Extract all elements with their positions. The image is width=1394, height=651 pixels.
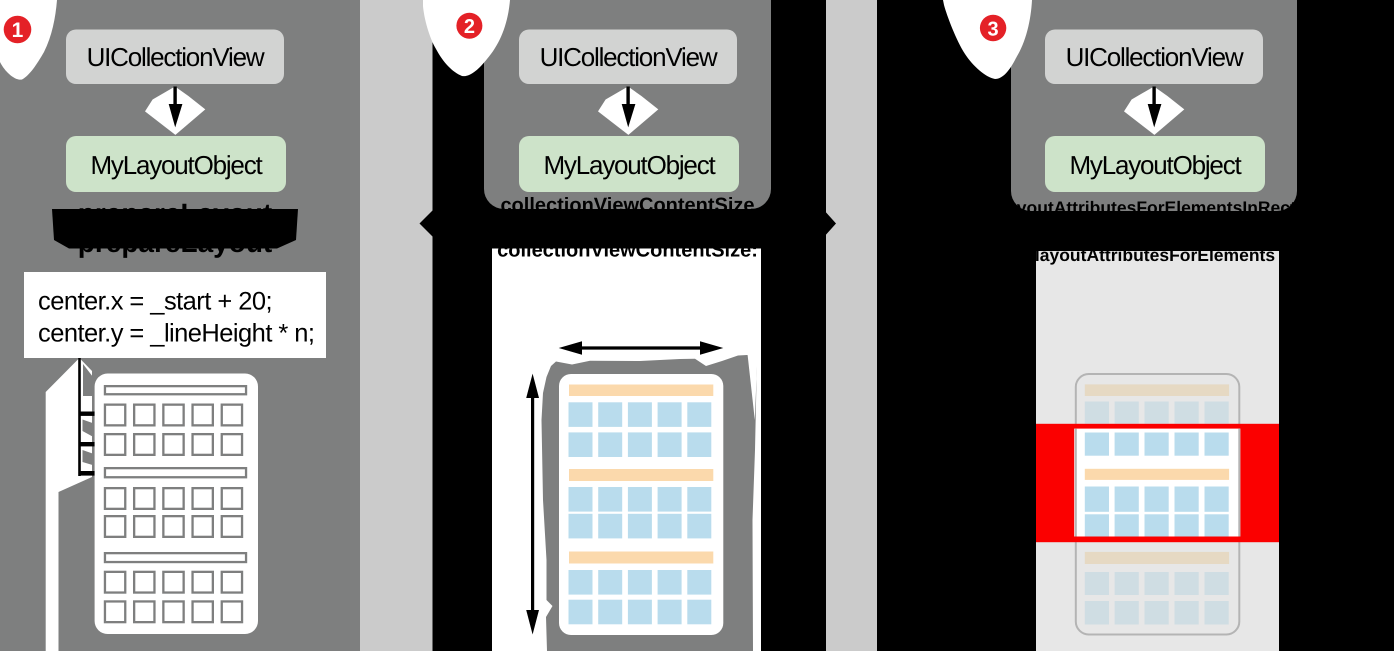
svg-text:collectionViewContentSize:: collectionViewContentSize:: [497, 240, 758, 262]
svg-text:layoutAttributesForElementsInR: layoutAttributesForElementsInRect: [1002, 198, 1296, 218]
svg-text:MyLayoutObject: MyLayoutObject: [90, 150, 263, 180]
svg-text:UICollectionView: UICollectionView: [540, 42, 718, 72]
svg-text:MyLayoutObject: MyLayoutObject: [543, 150, 716, 180]
svg-text:2: 2: [464, 16, 475, 38]
svg-text:layoutAttributesForElements: layoutAttributesForElements: [1035, 245, 1275, 265]
svg-text:MyLayoutObject: MyLayoutObject: [1069, 150, 1242, 180]
svg-text:UICollectionView: UICollectionView: [1066, 42, 1244, 72]
svg-text:prepareLayout: prepareLayout: [78, 227, 273, 258]
svg-text:prepareLayout: prepareLayout: [78, 198, 273, 229]
svg-text:collectionViewContentSize: collectionViewContentSize: [500, 195, 754, 217]
svg-text:1: 1: [12, 19, 24, 42]
svg-text:3: 3: [988, 19, 999, 41]
svg-text:center.y = _lineHeight * n;: center.y = _lineHeight * n;: [38, 320, 314, 348]
svg-text:UICollectionView: UICollectionView: [87, 42, 265, 72]
svg-text:center.x = _start + 20;: center.x = _start + 20;: [38, 288, 272, 316]
